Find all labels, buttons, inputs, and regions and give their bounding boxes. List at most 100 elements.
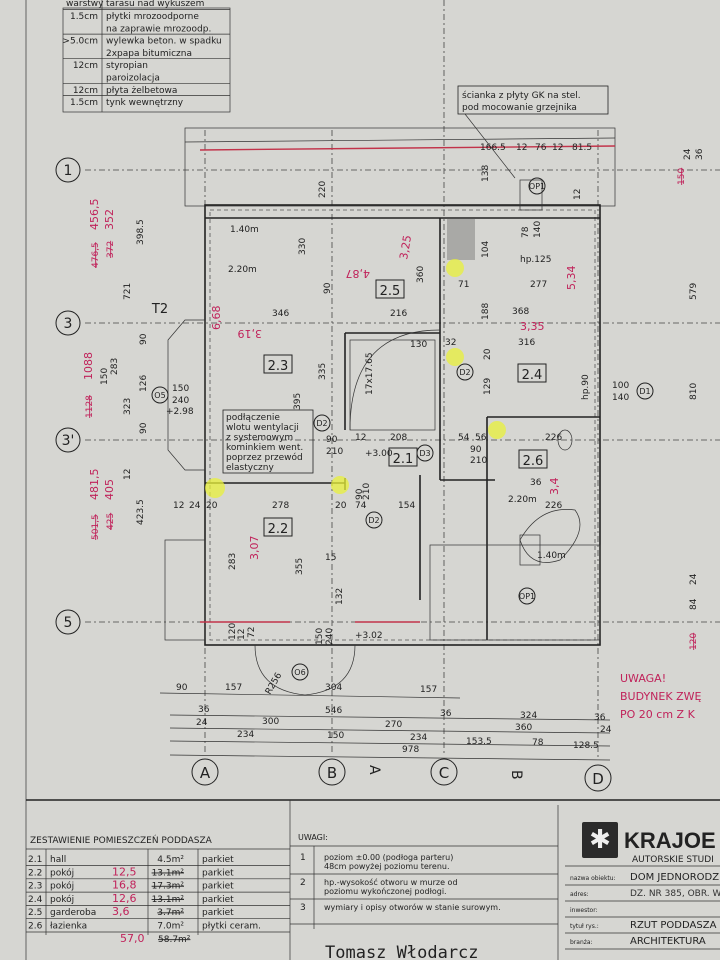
dimension-label: 216: [390, 309, 407, 319]
dimension-label: 277: [530, 280, 547, 290]
studio-logo: [582, 822, 618, 858]
layer-thickness: 12cm: [73, 86, 98, 96]
dimension-label: 72: [247, 627, 257, 638]
table-rule: [159, 692, 461, 699]
studio-subtitle: AUTORSKIE STUDI: [632, 855, 714, 865]
layer-material: 2xpapa bitumiczna: [106, 49, 192, 59]
dimension-label: 304: [325, 683, 342, 693]
grid-column-label: C: [439, 764, 449, 782]
dimension-label: +3.00: [365, 449, 393, 459]
handwritten-annotation: 6,68: [210, 306, 223, 331]
schedule-area: 4.5m²: [157, 855, 184, 865]
dimension-label: 330: [298, 238, 308, 255]
dimension-label: +3.02: [355, 631, 383, 641]
note-text: poziomu wykończonej podłogi.: [324, 887, 447, 896]
room-schedule: ZESTAWIENIE POMIESZCZEŃ PODDASZA 2.1 hall…: [26, 800, 291, 960]
struck-dimension: 501,5: [91, 514, 101, 540]
dimension-label: 234: [410, 733, 427, 743]
dimension-label: 129: [483, 378, 493, 395]
dimension-label: R256: [264, 671, 285, 697]
dimension-label: +2.98: [166, 407, 194, 417]
handwritten-annotation: 481,5: [88, 469, 101, 501]
opening-tag: [151, 386, 169, 404]
dimension-label: 20: [335, 501, 347, 511]
opening-tag: [291, 663, 309, 681]
layer-material: płyta żelbetowa: [106, 86, 177, 96]
opening-tag-label: D2: [368, 516, 379, 525]
opening-tag: [528, 177, 546, 195]
title-field-value: DZ. NR 385, OBR. WOLSANC: [630, 889, 720, 899]
struck-dimension: 1128: [85, 395, 95, 418]
dimension-label: 140: [533, 221, 543, 238]
dimension-label: 36: [594, 713, 606, 723]
dimension-label: 240: [172, 396, 189, 406]
opening-tag: [416, 444, 434, 462]
dimension-label: 546: [325, 706, 342, 716]
schedule-corrected-area: 16,8: [112, 879, 137, 892]
note-line: elastyczny: [226, 463, 274, 473]
title-field-value: DOM JEDNORODZIN: [630, 872, 720, 883]
layer-thickness: 12cm: [73, 61, 98, 71]
grid-column-label: B: [327, 764, 337, 782]
grid-column-bubble: [191, 758, 219, 786]
grid-row-label: 5: [64, 615, 73, 631]
layer-material: wylewka beton. w spadku: [106, 37, 222, 47]
dimension-label: 150: [100, 368, 110, 385]
grid-row-bubble: [55, 157, 81, 183]
schedule-title: ZESTAWIENIE POMIESZCZEŃ PODDASZA: [30, 834, 213, 846]
title-field-label: adres:: [570, 891, 589, 898]
schedule-room-name: pokój: [50, 867, 74, 878]
studio-name: KRAJOE: [624, 828, 716, 853]
dimension-label: 360: [416, 266, 426, 283]
schedule-area: 13.1m²: [152, 895, 185, 905]
layer-table-header: tarasu nad wykuszem: [106, 0, 204, 9]
note-number: 2: [300, 878, 306, 888]
struck-dimension: 150: [677, 168, 687, 185]
schedule-room-name: pokój: [50, 881, 74, 892]
dimension-label: 130: [410, 340, 427, 350]
dimension-label: 226: [545, 501, 562, 511]
table-rule: [169, 714, 611, 721]
dimension-label: 12: [516, 143, 527, 153]
dimension-label: 150: [172, 384, 189, 394]
dimension-label: 140: [612, 393, 629, 403]
schedule-room-number: 2.1: [28, 855, 42, 865]
schedule-room-name: hall: [50, 855, 66, 865]
dimension-label: 12: [237, 629, 247, 640]
dimension-label: 90: [139, 422, 149, 434]
note-line: pod mocowanie grzejnika: [462, 103, 577, 113]
dimension-label: 278: [272, 501, 289, 511]
dimension-label: 90: [323, 282, 333, 294]
note-number: 3: [300, 903, 306, 913]
schedule-room-name: garderoba: [50, 908, 96, 918]
note-line: ścianka z płyty GK na stel.: [462, 90, 581, 101]
schedule-room-number: 2.6: [28, 922, 43, 932]
warning-line: PO 20 cm Z K: [620, 708, 696, 721]
grid-lines: [85, 0, 720, 760]
dimension-label: 166.5: [480, 143, 506, 153]
title-field-label: inwestor:: [570, 907, 598, 914]
dimension-label: 1.40m: [537, 551, 566, 561]
layer-material: na zaprawie mrozoodp.: [106, 24, 211, 34]
dimension-label: 56: [475, 433, 487, 443]
dimension-label: hp.125: [520, 255, 551, 265]
room-number: 2.1: [393, 452, 414, 467]
layer-material: styropian: [106, 61, 148, 71]
title-field-label: nazwa obiektu:: [570, 875, 616, 882]
dimension-label: 12: [552, 143, 563, 153]
grid-row-label: 1: [64, 163, 73, 179]
dimension-label: 335: [318, 363, 328, 380]
dimension-label: 54: [458, 433, 470, 443]
notes-title: UWAGI:: [298, 833, 328, 842]
opening-tag-label: T2: [151, 302, 168, 317]
handwritten-annotation: 352: [103, 209, 116, 230]
dimension-label: 423.5: [136, 499, 146, 525]
dimension-label: 12: [173, 501, 184, 511]
dimension-label: 157: [420, 685, 437, 695]
dimension-label: 36: [695, 148, 705, 160]
dimension-label: 810: [689, 383, 699, 400]
title-field-label: branża:: [570, 939, 593, 946]
dimension-label: 2.20m: [228, 265, 257, 275]
dimension-label: 24: [196, 718, 208, 728]
